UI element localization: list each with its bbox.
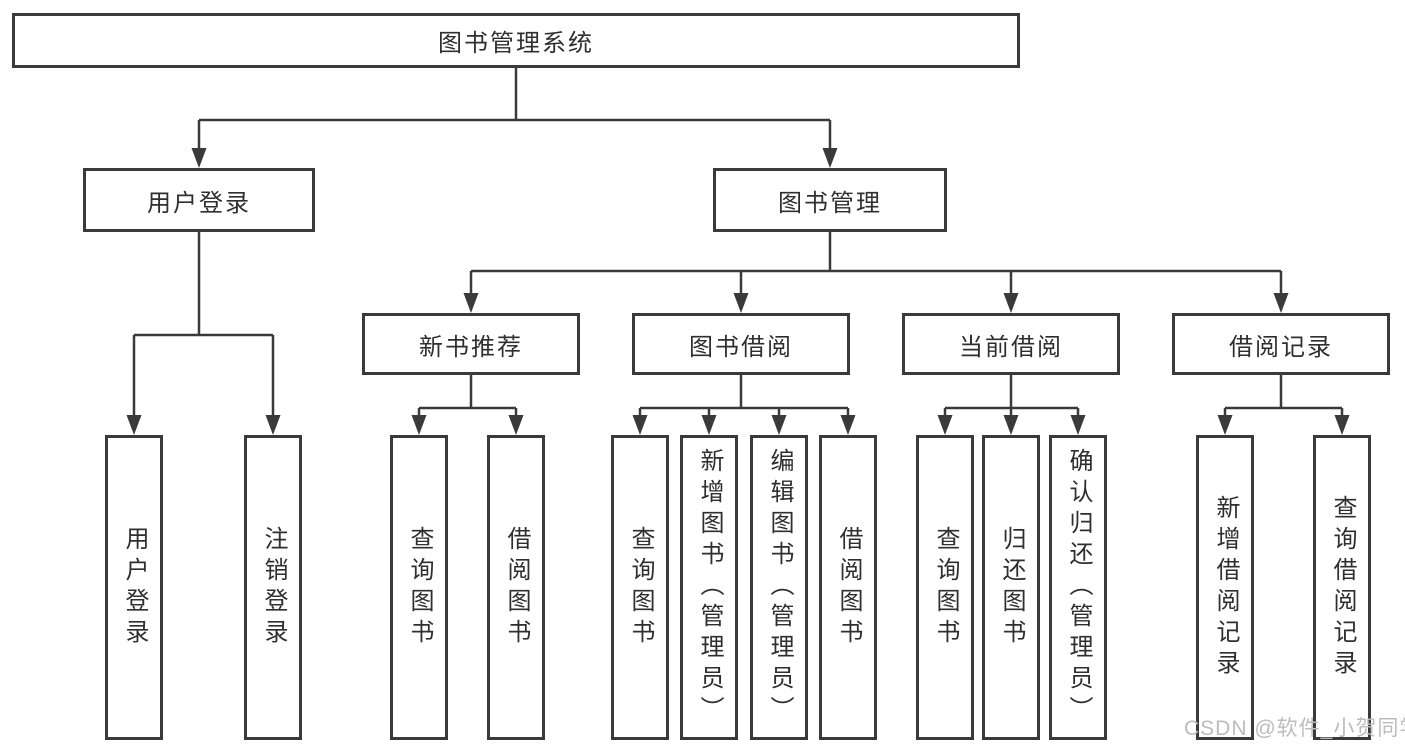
leaf-records-query-borrow-record: 查询借阅记录 [1313, 435, 1371, 740]
leaf-user-login: 用户登录 [105, 435, 163, 740]
node-label: 图书管理 [778, 189, 882, 217]
leaf-recommend-query-books: 查询图书 [390, 435, 448, 740]
leaf-label: 新增借阅记录 [1212, 494, 1239, 681]
leaf-borrowing-borrow-books: 借阅图书 [819, 435, 877, 740]
leaf-label: 新增图书（管理员） [696, 448, 723, 727]
leaf-label: 注销登录 [260, 525, 287, 650]
leaf-label: 查询图书 [406, 525, 433, 650]
node-borrowing-records: 借阅记录 [1172, 313, 1390, 375]
node-book-borrowing: 图书借阅 [632, 313, 850, 375]
node-label: 图书管理系统 [438, 30, 594, 57]
node-library-management-system: 图书管理系统 [12, 13, 1020, 68]
leaf-label: 借阅图书 [503, 525, 530, 650]
node-new-book-recommend: 新书推荐 [362, 313, 580, 375]
leaf-label: 查询借阅记录 [1329, 494, 1356, 681]
node-user-login: 用户登录 [83, 168, 315, 232]
leaf-borrowing-query-books: 查询图书 [611, 435, 669, 740]
leaf-recommend-borrow-books: 借阅图书 [487, 435, 545, 740]
leaf-current-return-books: 归还图书 [982, 435, 1040, 740]
node-label: 用户登录 [147, 189, 251, 217]
node-label: 借阅记录 [1229, 333, 1333, 361]
leaf-label: 确认归还（管理员） [1065, 448, 1092, 727]
leaf-logout: 注销登录 [244, 435, 302, 740]
node-label: 当前借阅 [959, 333, 1063, 361]
leaf-label: 借阅图书 [835, 525, 862, 650]
leaf-label: 归还图书 [998, 525, 1025, 650]
leaf-label: 编辑图书（管理员） [766, 448, 793, 727]
node-label: 图书借阅 [689, 333, 793, 361]
leaf-label: 用户登录 [121, 525, 148, 650]
leaf-current-confirm-return-admin: 确认归还（管理员） [1049, 435, 1107, 740]
leaf-borrowing-add-book-admin: 新增图书（管理员） [680, 435, 738, 740]
leaf-label: 查询图书 [627, 525, 654, 650]
leaf-records-add-borrow-record: 新增借阅记录 [1196, 435, 1254, 740]
node-book-management: 图书管理 [713, 168, 947, 232]
leaf-label: 查询图书 [932, 525, 959, 650]
node-current-borrowing: 当前借阅 [902, 313, 1120, 375]
leaf-borrowing-edit-book-admin: 编辑图书（管理员） [750, 435, 808, 740]
node-label: 新书推荐 [419, 333, 523, 361]
csdn-watermark: CSDN @软件_小贺同学 [1184, 717, 1405, 740]
leaf-current-query-books: 查询图书 [916, 435, 974, 740]
